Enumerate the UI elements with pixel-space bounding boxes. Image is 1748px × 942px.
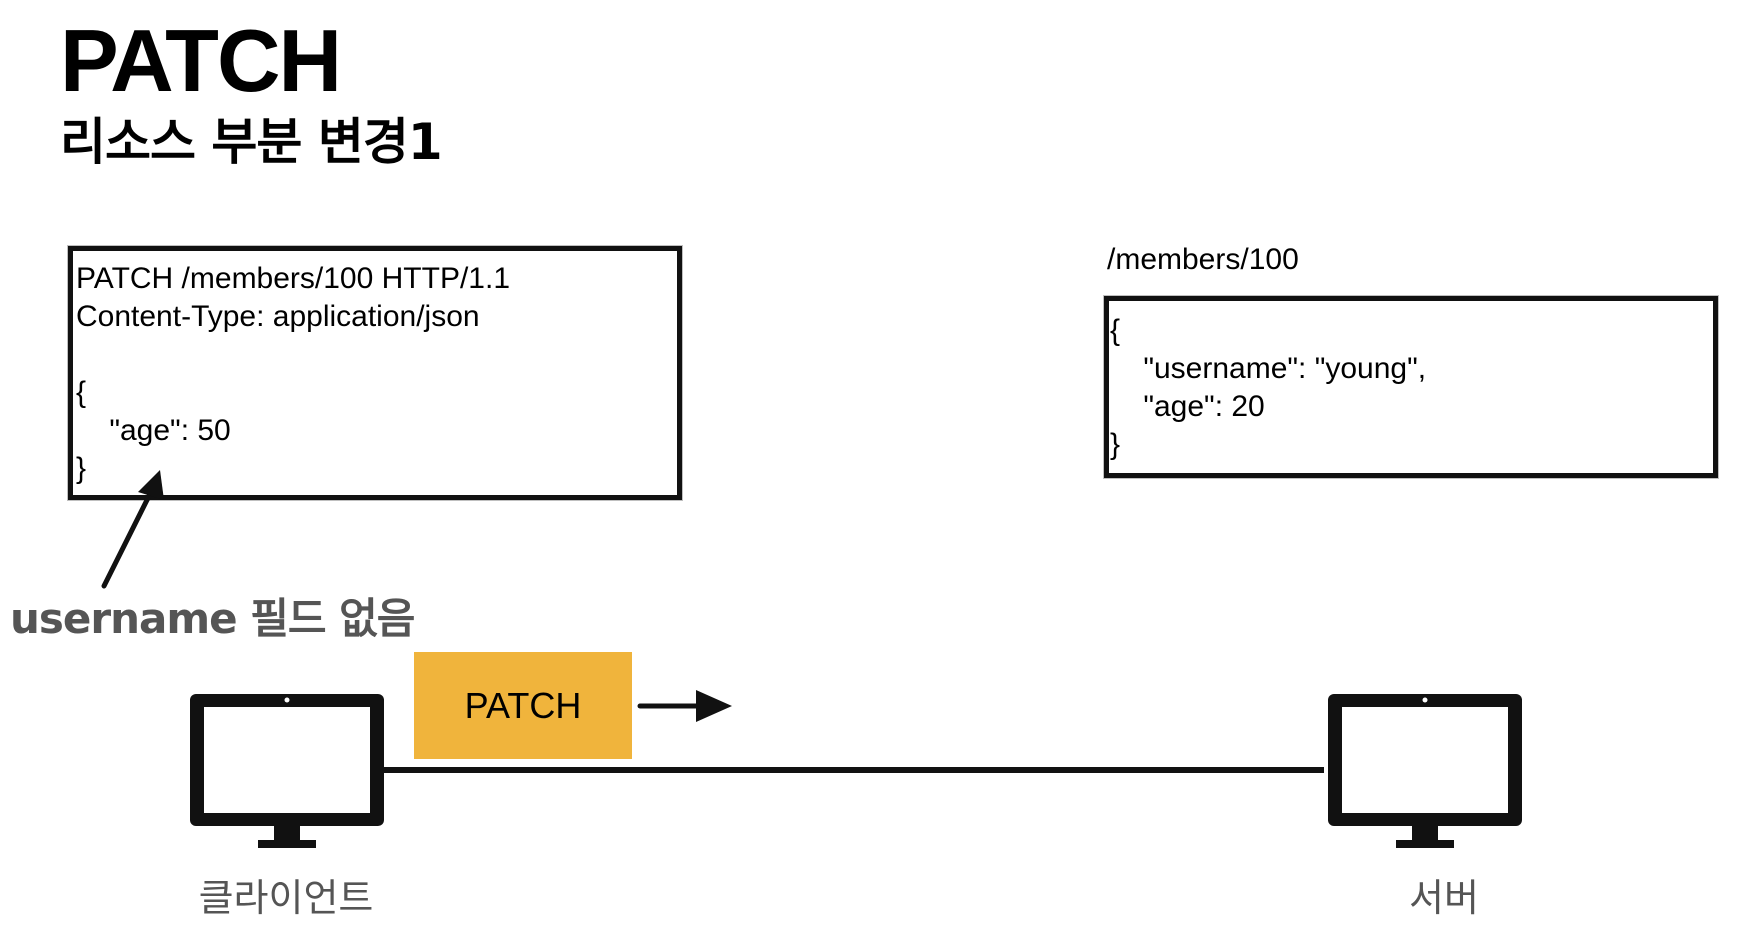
resource-box [1104,296,1718,478]
resource-path: /members/100 [1107,243,1299,276]
request-body-open-brace: { [76,376,87,409]
resource-username: "username": "young", [1110,352,1427,385]
page-subtitle: 리소스 부분 변경1 [60,113,443,171]
annotation-arrow [101,470,164,589]
resource-close-brace: } [1110,428,1121,461]
server-label: 서버 [1409,876,1479,920]
request-line: PATCH /members/100 HTTP/1.1 [76,262,511,295]
annotation-username-missing: username 필드 없음 [10,594,415,643]
resource-open-brace: { [1110,314,1121,347]
page-title: PATCH [60,11,342,110]
request-body-close-brace: } [76,452,87,485]
request-message-box [68,246,682,500]
request-direction-arrow [637,690,732,722]
method-badge: PATCH [414,652,632,759]
server-monitor-icon [1328,694,1522,848]
client-monitor-icon [190,694,384,848]
request-header-content-type: Content-Type: application/json [76,300,480,333]
resource-age: "age": 20 [1110,390,1265,423]
method-badge-label: PATCH [464,684,582,726]
client-label: 클라이언트 [198,876,374,920]
request-body-age: "age": 50 [76,414,231,447]
